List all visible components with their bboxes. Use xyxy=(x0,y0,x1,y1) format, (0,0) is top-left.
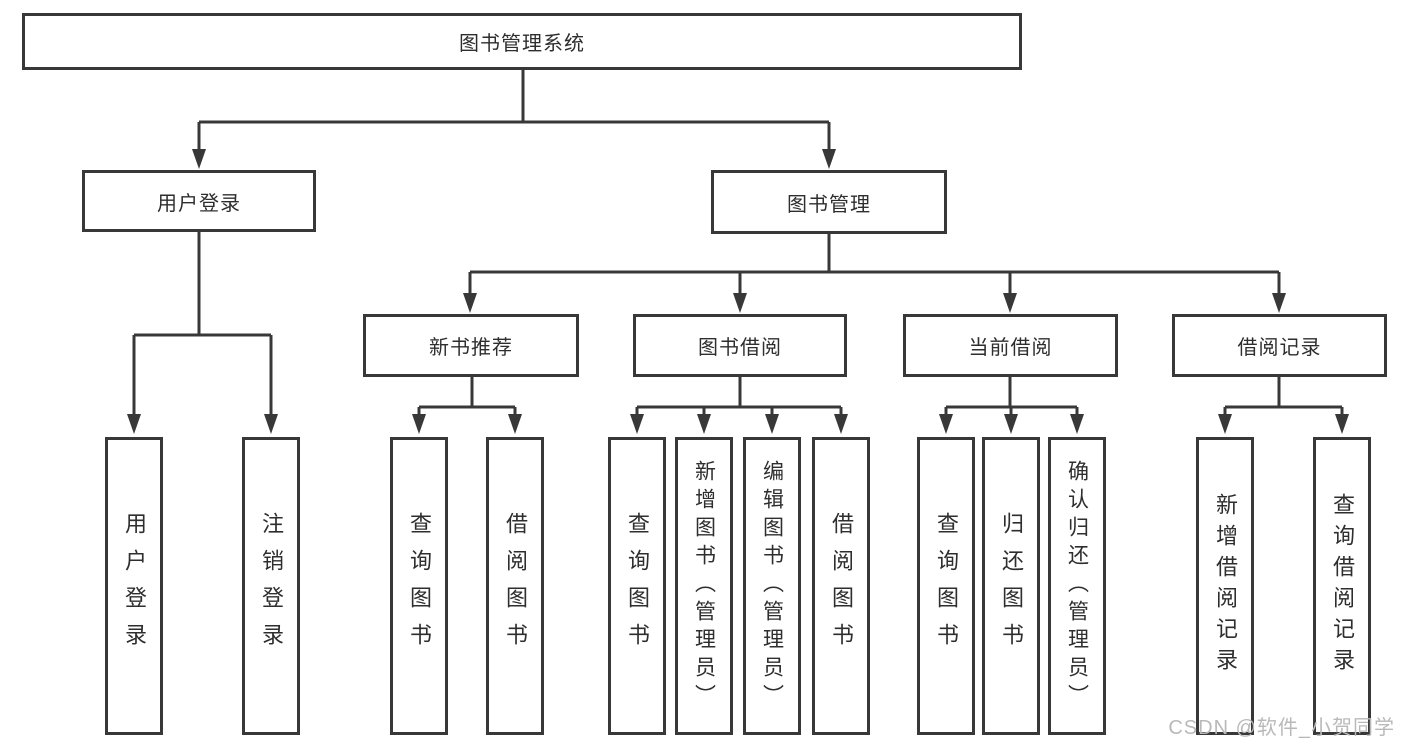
leaf-edit-books-admin: 编辑图书（管理员） xyxy=(743,437,801,735)
node-label: 借阅记录 xyxy=(1237,337,1322,359)
leaf-label: 确认归还（管理员） xyxy=(1065,460,1089,712)
leaf-query-books-borrow: 查询图书 xyxy=(608,437,666,735)
leaf-borrow-books-recommend: 借阅图书 xyxy=(486,437,544,735)
leaf-confirm-return-admin: 确认归还（管理员） xyxy=(1048,437,1106,735)
leaf-label: 借阅图书 xyxy=(829,512,854,660)
node-borrow-records: 借阅记录 xyxy=(1172,314,1387,377)
node-label: 用户登录 xyxy=(157,192,241,215)
node-book-management: 图书管理 xyxy=(711,170,947,234)
csdn-watermark: CSDN @软件_小贺同学 xyxy=(1168,717,1395,739)
leaf-return-books: 归还图书 xyxy=(982,437,1040,735)
arrowheads xyxy=(127,149,1349,434)
leaf-query-borrow-record: 查询借阅记录 xyxy=(1313,437,1371,735)
leaf-label: 注销登录 xyxy=(259,512,284,660)
leaf-add-books-admin: 新增图书（管理员） xyxy=(675,437,733,735)
node-label: 新书推荐 xyxy=(429,337,513,359)
leaf-label: 用户登录 xyxy=(122,512,147,660)
leaf-user-login: 用户登录 xyxy=(105,437,163,735)
node-new-book-recommend: 新书推荐 xyxy=(363,314,579,377)
leaf-query-books-recommend: 查询图书 xyxy=(390,437,448,735)
node-label: 图书借阅 xyxy=(698,337,782,359)
node-library-system-root: 图书管理系统 xyxy=(22,13,1022,70)
leaf-add-borrow-record: 新增借阅记录 xyxy=(1196,437,1254,735)
node-label: 图书管理 xyxy=(787,193,871,216)
node-label: 当前借阅 xyxy=(968,337,1053,359)
node-user-login: 用户登录 xyxy=(82,170,316,232)
node-book-borrow: 图书借阅 xyxy=(633,314,847,377)
leaf-label: 编辑图书（管理员） xyxy=(760,460,784,712)
leaf-label: 查询图书 xyxy=(625,512,650,660)
leaf-label: 新增图书（管理员） xyxy=(692,460,716,712)
leaf-logout: 注销登录 xyxy=(242,437,300,735)
leaf-label: 借阅图书 xyxy=(503,512,528,660)
node-label: 图书管理系统 xyxy=(459,33,585,55)
leaf-borrow-books: 借阅图书 xyxy=(812,437,870,735)
leaf-label: 查询借阅记录 xyxy=(1330,493,1355,679)
leaf-query-books-current: 查询图书 xyxy=(917,437,975,735)
leaf-label: 新增借阅记录 xyxy=(1213,493,1238,679)
node-current-borrow: 当前借阅 xyxy=(903,314,1118,377)
leaf-label: 查询图书 xyxy=(934,512,959,660)
leaf-label: 查询图书 xyxy=(407,512,432,660)
leaf-label: 归还图书 xyxy=(999,512,1024,660)
